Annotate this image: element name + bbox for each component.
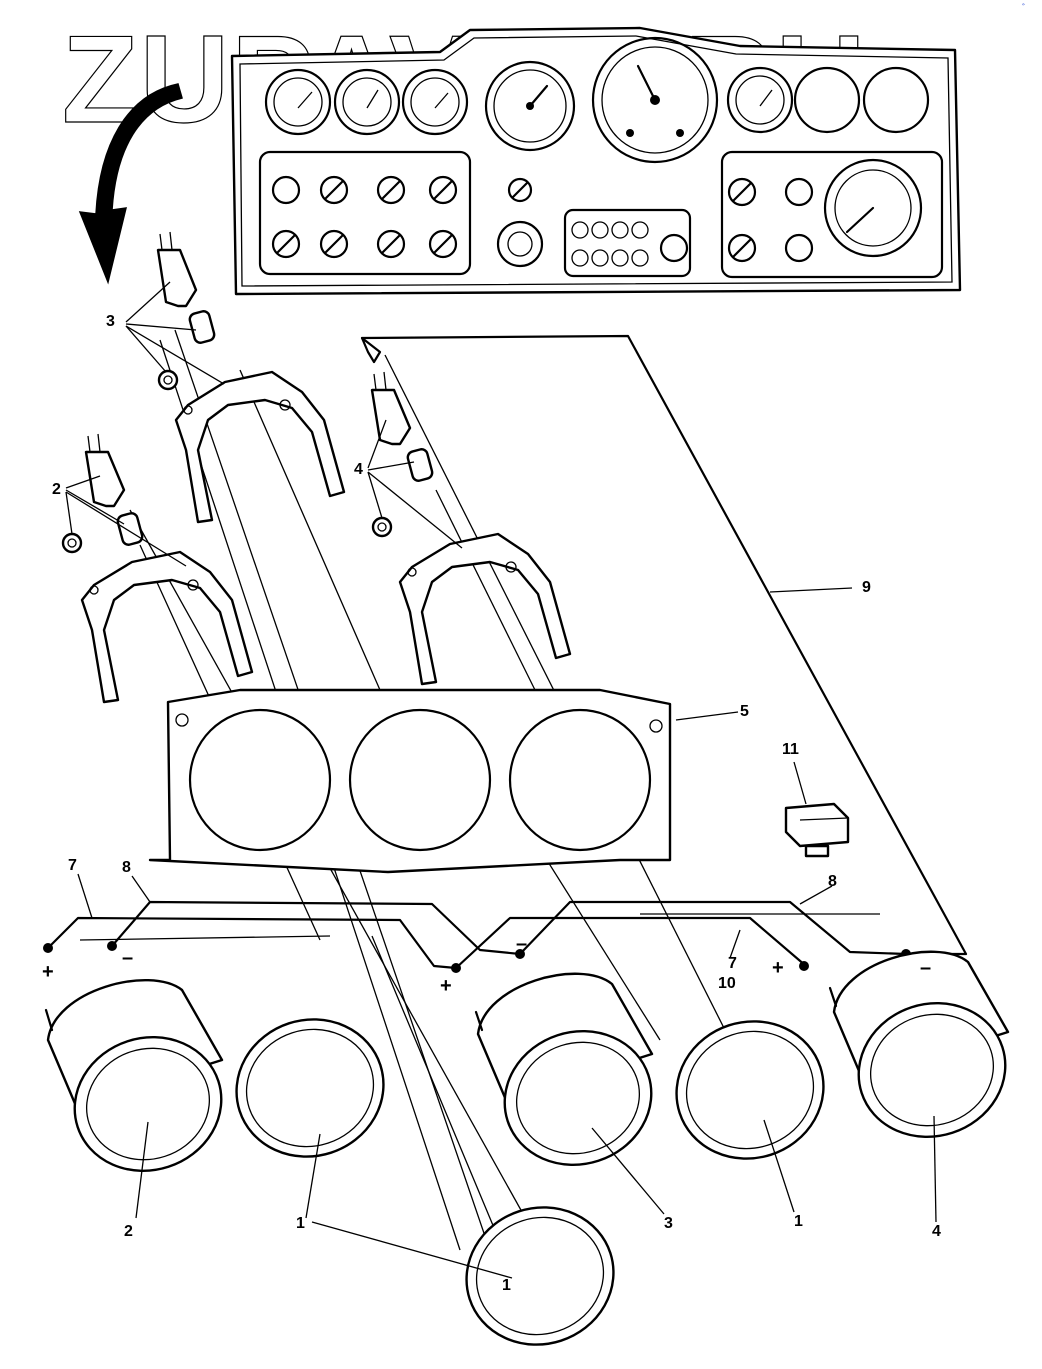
callout-leaders [65, 281, 937, 1279]
curved-arrow [78, 83, 183, 285]
minus-sign-right: – [920, 957, 931, 979]
gauge-4 [828, 950, 1010, 1139]
gauge-2 [44, 979, 224, 1173]
bulb-holder-set-2 [61, 433, 144, 554]
mounting-bracket-2 [80, 550, 254, 704]
label-part-3-mount: 3 [106, 313, 115, 330]
label-part-3-gauge: 3 [664, 1215, 673, 1232]
label-part-8-left: 8 [122, 859, 131, 876]
bulb-holder-set-4 [370, 371, 434, 538]
dashboard-panel [230, 26, 962, 296]
plus-sign-centre: + [440, 975, 452, 997]
label-part-8-right: 8 [828, 873, 837, 890]
label-part-10: 10 [718, 975, 736, 992]
dash-left-switch-panel [258, 150, 472, 276]
label-part-4-gauge: 4 [932, 1223, 941, 1240]
label-part-2-mount: 2 [52, 481, 61, 498]
plus-sign-right: + [772, 957, 784, 979]
label-part-7-left: 7 [68, 857, 77, 874]
gauge-3 [474, 972, 654, 1167]
minus-sign-left: – [122, 947, 133, 969]
label-part-1c: 1 [502, 1277, 511, 1294]
gauge-1-bottom [465, 1206, 615, 1346]
dash-right-panel [720, 150, 944, 279]
dash-speedometer [591, 36, 719, 164]
label-part-11: 11 [782, 741, 799, 758]
dash-tachometer [484, 60, 576, 152]
label-part-1a: 1 [296, 1215, 305, 1232]
mounting-bracket-3 [174, 370, 346, 524]
plus-sign-left: + [42, 961, 54, 983]
corner-mark: ﾞ [1022, 3, 1027, 15]
dash-centre-switches [496, 177, 692, 278]
label-part-5: 5 [740, 703, 749, 720]
label-part-2-gauge: 2 [124, 1223, 133, 1240]
connector-11 [784, 761, 850, 858]
polarity-signs: + – + – + – [42, 933, 931, 997]
dash-small-gauges [264, 66, 930, 136]
label-part-4-mount: 4 [354, 461, 363, 478]
minus-sign-centre: – [516, 933, 527, 955]
gauge-1-left [235, 1018, 385, 1158]
label-part-1b: 1 [794, 1213, 803, 1230]
mounting-bracket-4 [398, 532, 572, 686]
gauge-1-right [675, 1020, 825, 1160]
mounting-plate-5 [148, 688, 739, 874]
bulb-holder-set-3 [156, 231, 216, 391]
label-part-7-right: 7 [728, 955, 737, 972]
label-part-9: 9 [862, 579, 871, 596]
part-callouts: 3 2 4 9 5 11 7 8 8 7 10 2 1 3 1 4 1 [52, 313, 941, 1294]
